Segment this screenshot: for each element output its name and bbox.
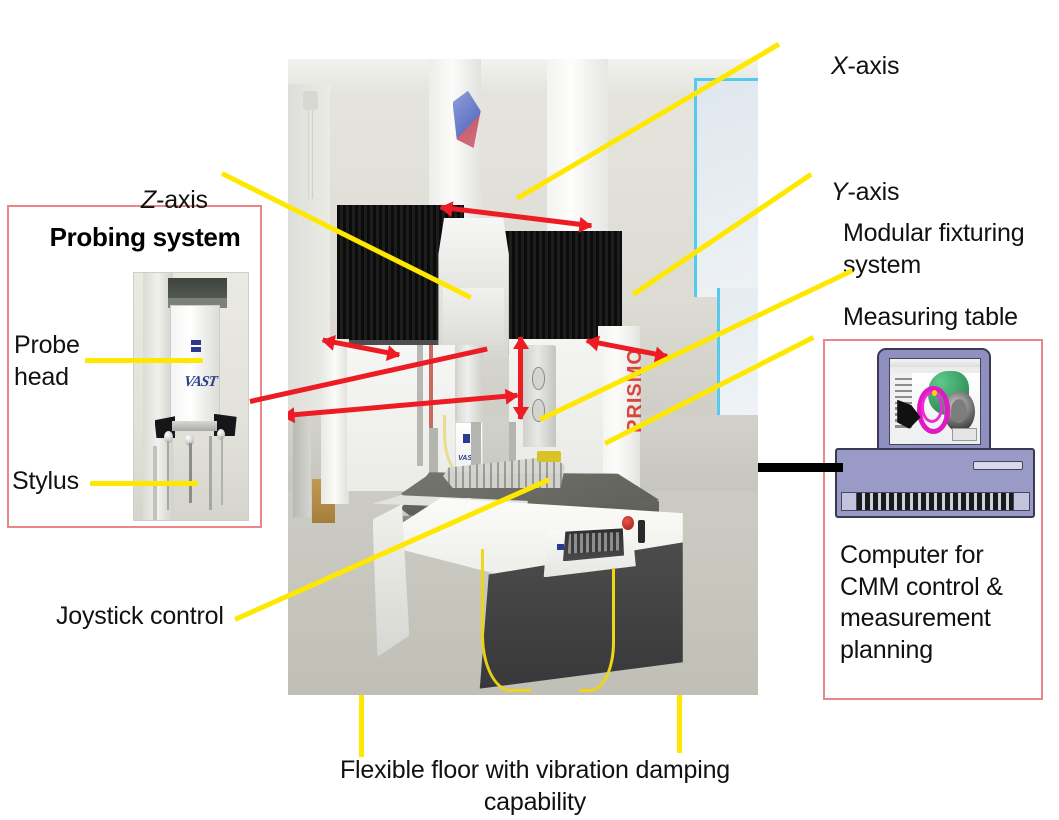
computer-screen bbox=[889, 358, 981, 445]
emergency-stop-button bbox=[621, 515, 634, 530]
rotary-head-housing bbox=[523, 345, 556, 447]
lab-window bbox=[693, 78, 758, 298]
joystick-zeiss-logo-icon bbox=[556, 543, 565, 550]
stylus-joint-3 bbox=[217, 428, 226, 440]
optical-drive-slot bbox=[973, 461, 1023, 470]
probe-head-inset-photo: VAST bbox=[133, 272, 249, 521]
computer-caption: Computer for CMM control & measurement p… bbox=[840, 541, 1003, 664]
x-axis-carriage-face bbox=[443, 287, 505, 346]
lab-window-lower bbox=[717, 287, 758, 428]
y-axis-label: Y-axis bbox=[831, 145, 899, 208]
cable-yellow-left bbox=[480, 548, 531, 692]
computer-illustration bbox=[835, 348, 1035, 518]
cad-ring-bore bbox=[951, 398, 968, 423]
viewport-info-box bbox=[951, 427, 978, 442]
z-axis-label: Z-axis bbox=[141, 153, 208, 216]
probe-mount-band bbox=[168, 297, 228, 308]
probing-system-title: Probing system bbox=[49, 222, 241, 252]
bottom-caption: Flexible floor with vibration damping ca… bbox=[339, 756, 730, 816]
y-axis-label-symbol: Y bbox=[831, 177, 848, 206]
measuring-table-label: Measuring table bbox=[843, 303, 1018, 331]
fixture-post-1 bbox=[429, 427, 439, 479]
fixture-post-2 bbox=[471, 421, 481, 479]
x-axis-label-symbol: X bbox=[831, 51, 848, 80]
gantry-leg-left bbox=[320, 338, 350, 505]
stylus-shaft-1 bbox=[167, 440, 170, 511]
stylus-shaft-4 bbox=[220, 436, 223, 506]
measurement-path-inner bbox=[920, 391, 943, 423]
vast-brand-text: VAST bbox=[183, 374, 218, 391]
z-axis-label-symbol: Z bbox=[141, 185, 157, 214]
stylus-shaft-2 bbox=[189, 443, 193, 503]
joystick-lever bbox=[638, 520, 645, 543]
x-axis-label-suffix: -axis bbox=[847, 51, 900, 80]
probe-head-label: Probe head bbox=[14, 331, 80, 391]
computer-tower-base bbox=[835, 448, 1035, 518]
computer-monitor bbox=[877, 348, 991, 458]
rotary-knob-upper bbox=[532, 367, 545, 390]
stylus-joint-2 bbox=[185, 433, 195, 446]
wall-fixture bbox=[303, 90, 319, 110]
probe-head-leader-line bbox=[85, 358, 203, 363]
ceiling bbox=[288, 59, 758, 98]
probe-base-plate bbox=[171, 421, 218, 432]
modular-fixturing-label: Modular fixturing system bbox=[843, 219, 1025, 279]
stylus-label: Stylus bbox=[12, 467, 79, 495]
cmm-photograph: VAST PRISMO bbox=[288, 59, 758, 695]
vent-panel-right bbox=[1013, 492, 1030, 511]
z-axis-label-suffix: -axis bbox=[156, 185, 208, 214]
stylus-shaft-3 bbox=[209, 436, 212, 511]
y-axis-label-suffix: -axis bbox=[847, 177, 900, 206]
floor-leader-line-right bbox=[677, 695, 682, 753]
fixture-clamp-yellow bbox=[537, 450, 561, 463]
measurement-path-magenta bbox=[917, 386, 951, 434]
floor-object-grey bbox=[292, 415, 312, 517]
stylus-joint-1 bbox=[163, 431, 173, 444]
front-vent-grille bbox=[856, 492, 1014, 511]
zeiss-logo-icon bbox=[191, 339, 202, 353]
vent-panel-left bbox=[841, 492, 857, 511]
probe-head-body bbox=[170, 305, 221, 426]
joystick-control-label: Joystick control bbox=[56, 602, 224, 630]
machine-bench-side bbox=[372, 504, 410, 657]
fixture-post-3 bbox=[508, 421, 517, 479]
cmm-computer-connector bbox=[758, 463, 843, 472]
joystick-keys bbox=[567, 532, 620, 554]
stylus-leader-line bbox=[90, 481, 198, 486]
x-axis-label: X-axis bbox=[831, 19, 899, 82]
wall-pipe bbox=[308, 97, 314, 199]
floor-leader-line-left bbox=[359, 695, 364, 757]
cad-highlight-point bbox=[932, 389, 937, 396]
z-axis-motion-arrow bbox=[518, 337, 523, 419]
